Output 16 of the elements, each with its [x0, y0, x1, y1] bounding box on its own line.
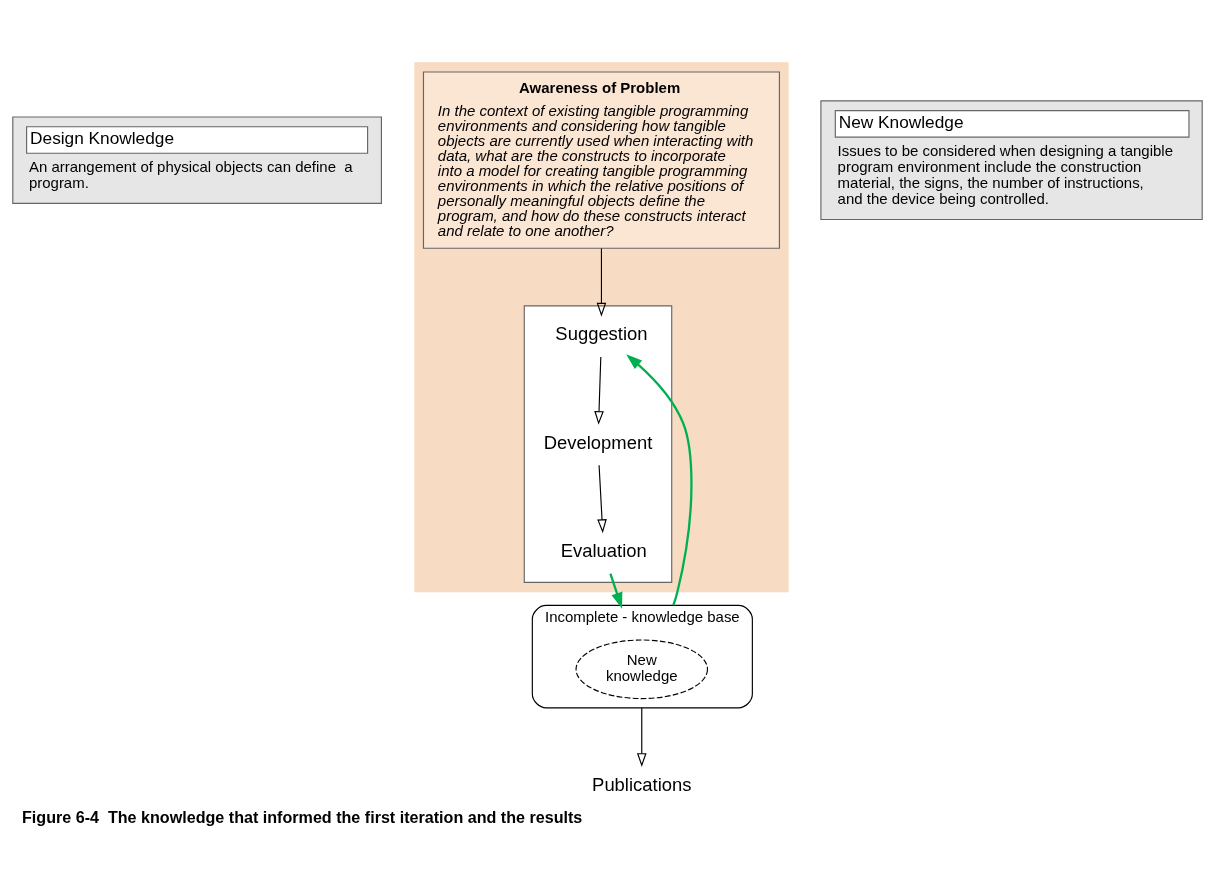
node-box: New Knowledge Issues to be considered when designing a tangible program environment include the construction material, the signs, the number of instructions, and the device being controlled. [820, 99, 1203, 220]
node-ellipse: New knowledge [575, 638, 709, 699]
node-text: Development [543, 431, 653, 453]
arrow [609, 572, 623, 609]
arrow [594, 355, 604, 425]
cluster [414, 61, 789, 592]
node-box: Awareness of Problem In the context of existing tangible programming environments and considering how tangible objects are currently used when interacting with data, what are the constructs to incorporate into a model for creating tangible programming environments in which the relative positions of personally meaningful objects define the program, and how do these constructs interact and relate to one another? [422, 70, 780, 249]
node-text: Publications [592, 773, 692, 795]
caption: Figure 6-4 The knowledge that informed the first iteration and the results [22, 807, 583, 826]
node-text: Evaluation [560, 539, 647, 561]
node-text: Suggestion [555, 322, 648, 344]
arrow [626, 353, 693, 606]
arrow [597, 464, 607, 533]
node-box: Design Knowledge An arrangement of physical objects can define a program. [12, 115, 382, 204]
arrow [636, 706, 647, 767]
arrow [596, 247, 607, 317]
